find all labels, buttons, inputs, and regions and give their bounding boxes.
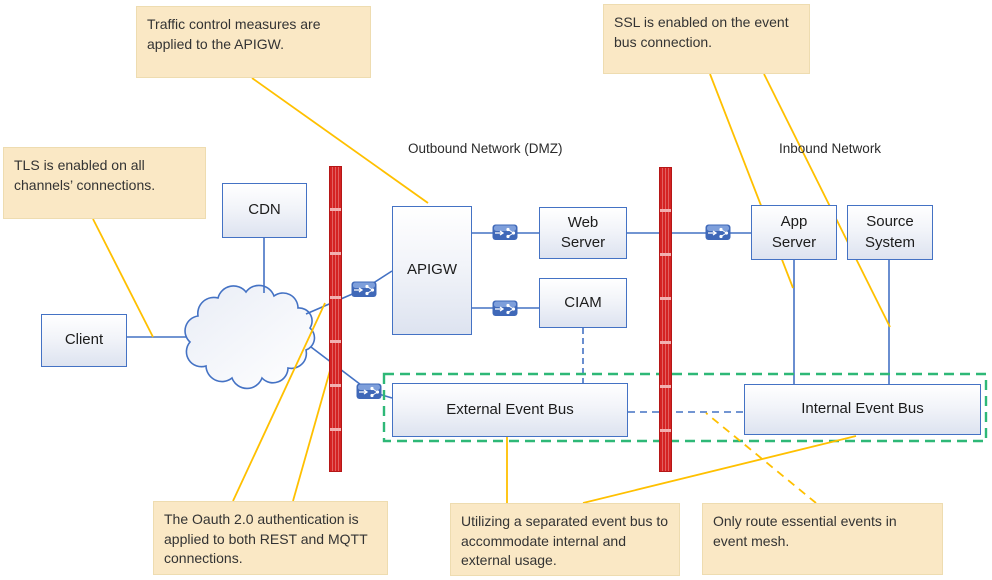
- network-switch-icon: [492, 224, 518, 240]
- annotation-traffic-control: Traffic control measures are applied to …: [136, 6, 371, 78]
- callout-line-oauth-mqtt: [292, 366, 332, 502]
- firewall-barrier-icon-inbound: [659, 167, 672, 472]
- callout-line-tls: [92, 218, 154, 338]
- node-apigw: APIGW: [392, 206, 472, 335]
- event-mesh-boundary: [382, 372, 988, 443]
- annotation-ssl: SSL is enabled on the event bus connecti…: [603, 4, 810, 74]
- node-ciam: CIAM: [539, 278, 627, 328]
- annotation-tls: TLS is enabled on all channels’ connecti…: [3, 147, 206, 219]
- network-switch-icon: [492, 300, 518, 316]
- callout-line-separated-bus-2: [582, 435, 857, 504]
- node-client: Client: [41, 314, 127, 367]
- network-switch-icon: [705, 224, 731, 240]
- zone-label-outbound: Outbound Network (DMZ): [408, 141, 563, 156]
- node-external-event-bus: External Event Bus: [392, 383, 628, 437]
- node-web-server: Web Server: [539, 207, 627, 259]
- network-switch-icon: [351, 281, 377, 297]
- callout-line-event-mesh-dashed: [705, 412, 817, 504]
- connection-cloud-apigw: [305, 270, 393, 315]
- callout-line-ssl-2: [763, 73, 891, 328]
- node-internal-event-bus: Internal Event Bus: [744, 384, 981, 435]
- internet-cloud-icon: [180, 282, 320, 394]
- node-source-system: Source System: [847, 205, 933, 260]
- node-app-server: App Server: [751, 205, 837, 260]
- annotation-oauth: The Oauth 2.0 authentication is applied …: [153, 501, 388, 575]
- zone-label-inbound: Inbound Network: [779, 141, 882, 156]
- callout-line-traffic: [251, 77, 429, 204]
- network-switch-icon: [356, 383, 382, 399]
- node-cdn: CDN: [222, 183, 307, 238]
- annotation-event-mesh: Only route essential events in event mes…: [702, 503, 943, 575]
- firewall-barrier-icon-outbound: [329, 166, 342, 472]
- callout-line-oauth-rest: [232, 302, 326, 502]
- annotation-separated-event-bus: Utilizing a separated event bus to accom…: [450, 503, 680, 576]
